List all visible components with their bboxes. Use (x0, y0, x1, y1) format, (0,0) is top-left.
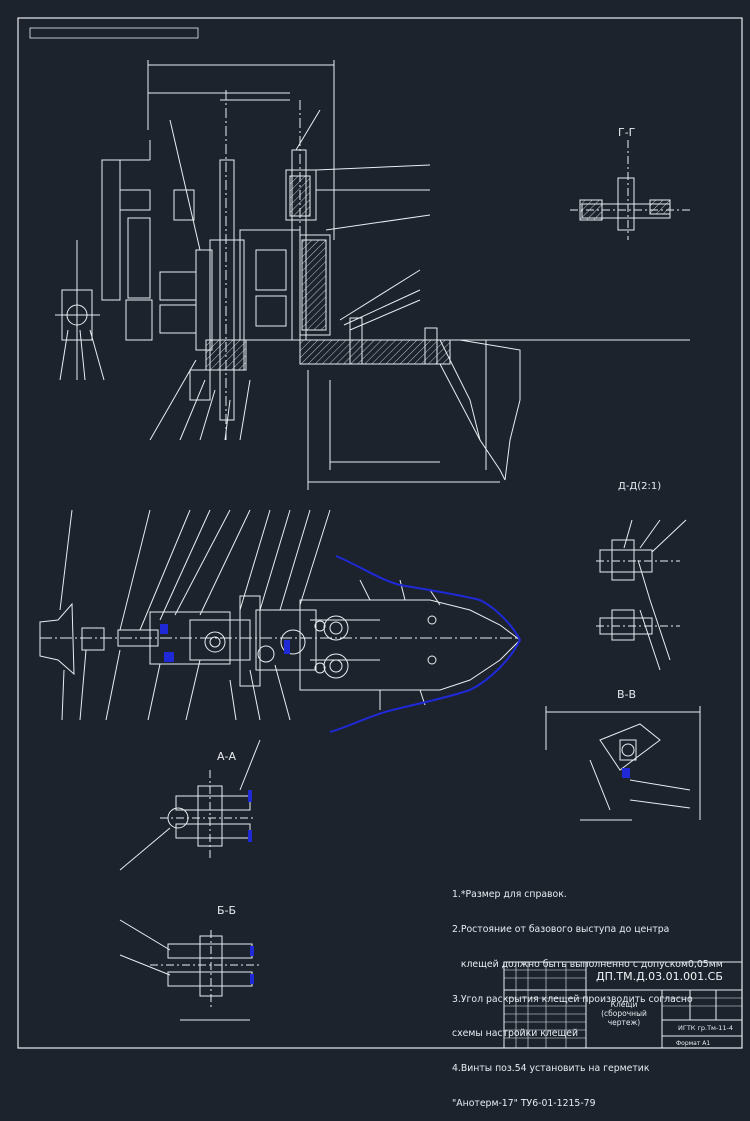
drawing-sheet (17, 17, 743, 1049)
note-line: клещей должно быть выполненно с допуском… (452, 958, 723, 970)
note-line: 4.Винты поз.54 установить на герметик (452, 1063, 650, 1075)
drawing-name-line2: (сборочный чертеж) (601, 1009, 647, 1027)
note-line: 1.*Размер для справок. (452, 889, 567, 901)
plan-view (39, 509, 521, 721)
section-a-a (119, 739, 261, 871)
note-line: схемы настройки клещей (452, 1028, 578, 1040)
view-label-g-g: Г-Г (618, 126, 636, 139)
section-d-d (596, 519, 687, 671)
sheet-format: Формат А1 (676, 1040, 711, 1047)
drawing-code: ДП.ТМ.Д.03.01.001.СБ (596, 970, 723, 983)
main-assembly-view (55, 60, 690, 490)
section-g-g (570, 140, 690, 240)
sheet-frame (17, 17, 743, 1049)
jaw-outline-highlight (329, 555, 522, 733)
view-label-b-b: Б-Б (217, 904, 237, 917)
view-label-d-d: Д-Д(2:1) (618, 481, 662, 492)
technical-notes: 1.*Размер для справок. 2.Ростояние от ба… (452, 866, 742, 1121)
section-v-v (545, 706, 701, 821)
note-line: 2.Ростояние от базового выступа до центр… (452, 923, 670, 935)
title-block (503, 961, 743, 1049)
drawing-name-line1: Клещи (610, 1000, 638, 1009)
note-line: "Анотерм-17" ТУ6-01-1215-79 (452, 1097, 596, 1109)
note-line: 3.Угол раскрытия клещей производить согл… (452, 993, 693, 1005)
v-v-highlight (622, 768, 630, 778)
section-b-b (119, 919, 260, 1021)
view-label-a-a: А-А (217, 750, 237, 763)
organization: ИГТК гр.Тм-11-4 (678, 1024, 734, 1032)
b-b-highlights (250, 946, 254, 984)
drawing-name: Клещи (сборочный чертеж) (586, 1000, 662, 1027)
plan-view-highlights (160, 624, 290, 662)
a-a-highlights (248, 790, 252, 842)
view-label-v-v: В-В (617, 688, 637, 701)
